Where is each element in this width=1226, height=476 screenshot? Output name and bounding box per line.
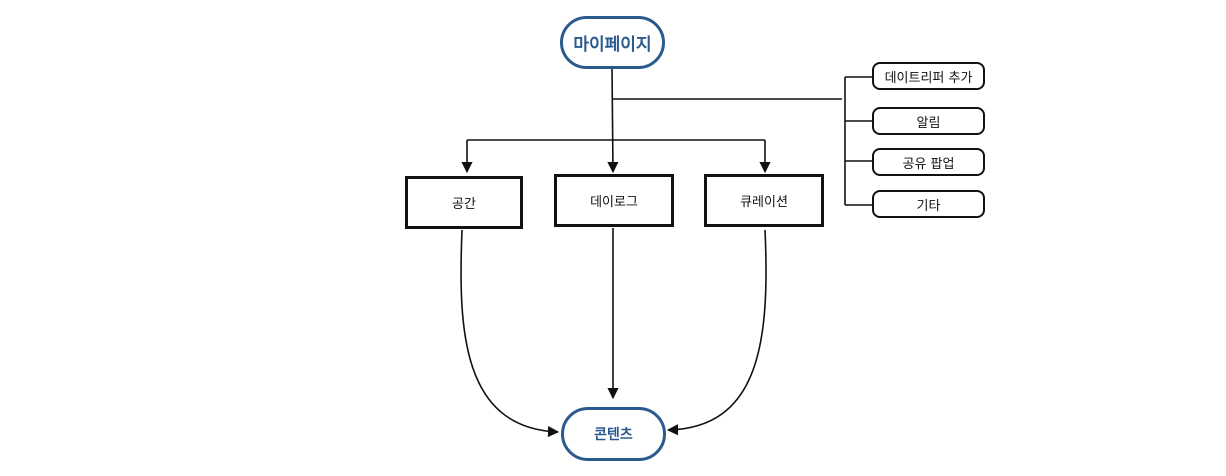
side-node-share-popup: 공유 팝업 — [872, 148, 985, 176]
connector-root-to-dayrog — [607, 67, 619, 174]
side-node-add-daytripper: 데이트리퍼 추가 — [872, 62, 985, 90]
node-dayrog: 데이로그 — [554, 174, 674, 227]
node-content: 콘텐츠 — [561, 407, 666, 461]
side-node-etc: 기타 — [872, 190, 985, 218]
connector-space-to-content — [460, 229, 560, 438]
node-mypage: 마이페이지 — [560, 16, 665, 69]
side-node-notification: 알림 — [872, 107, 985, 135]
node-curation: 큐레이션 — [704, 174, 824, 227]
connector-curation-to-content — [666, 229, 767, 436]
node-space: 공간 — [405, 176, 523, 229]
